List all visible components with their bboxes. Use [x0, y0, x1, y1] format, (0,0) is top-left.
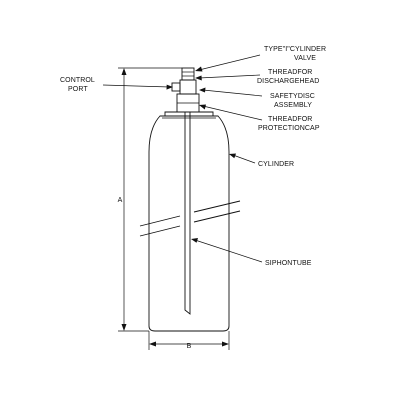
leader-control-arrow [166, 84, 173, 90]
label-discharge-line2: DISCHARGEHEAD [257, 78, 319, 85]
leader-cylinder [232, 154, 256, 164]
label-control-line2: PORT [68, 86, 88, 93]
valve-top-cap [181, 67, 195, 81]
leader-valve-arrow [195, 66, 203, 72]
leader-discharge [198, 74, 261, 79]
dim-b-arrow-right [222, 341, 229, 347]
leader-protect [202, 105, 263, 121]
dim-a-arrow-bottom [121, 324, 127, 331]
label-protect-line1: THREADFOR [268, 116, 312, 123]
label-protect-line2: PROTECTIONCAP [258, 125, 320, 132]
leader-cylinder-arrow [229, 153, 236, 159]
leader-siphon-arrow [191, 238, 198, 243]
cylinder-neck [164, 111, 214, 116]
label-discharge-line1: THREADFOR [268, 69, 312, 76]
leader-disc-arrow [199, 87, 206, 93]
leader-siphon [194, 239, 263, 263]
break-line-lower [139, 210, 241, 237]
label-siphon: SIPHONTUBE [265, 260, 312, 267]
break-line-upper [139, 200, 241, 227]
leader-protect-arrow [199, 104, 206, 110]
dim-a-label: A [118, 197, 123, 204]
siphon-tube [184, 112, 191, 315]
leader-discharge-arrow [195, 75, 202, 81]
dim-b-arrow-left [149, 341, 156, 347]
label-disc-line1: SAFETYDISC [270, 93, 315, 100]
valve-middle-body [179, 79, 197, 95]
leader-control [102, 84, 171, 88]
label-control-line1: CONTROL [60, 77, 95, 84]
label-valve-line1: TYPE"I"CYLINDER [264, 46, 326, 53]
leader-disc [202, 89, 263, 97]
control-port [171, 82, 181, 92]
dim-a-arrow-top [121, 68, 127, 75]
leader-valve [198, 54, 261, 71]
cylinder-body [148, 115, 230, 332]
label-cylinder: CYLINDER [258, 161, 294, 168]
label-disc-line2: ASSEMBLY [274, 102, 312, 109]
dim-b-label: B [187, 343, 192, 350]
label-valve-line2: VALVE [294, 55, 316, 62]
